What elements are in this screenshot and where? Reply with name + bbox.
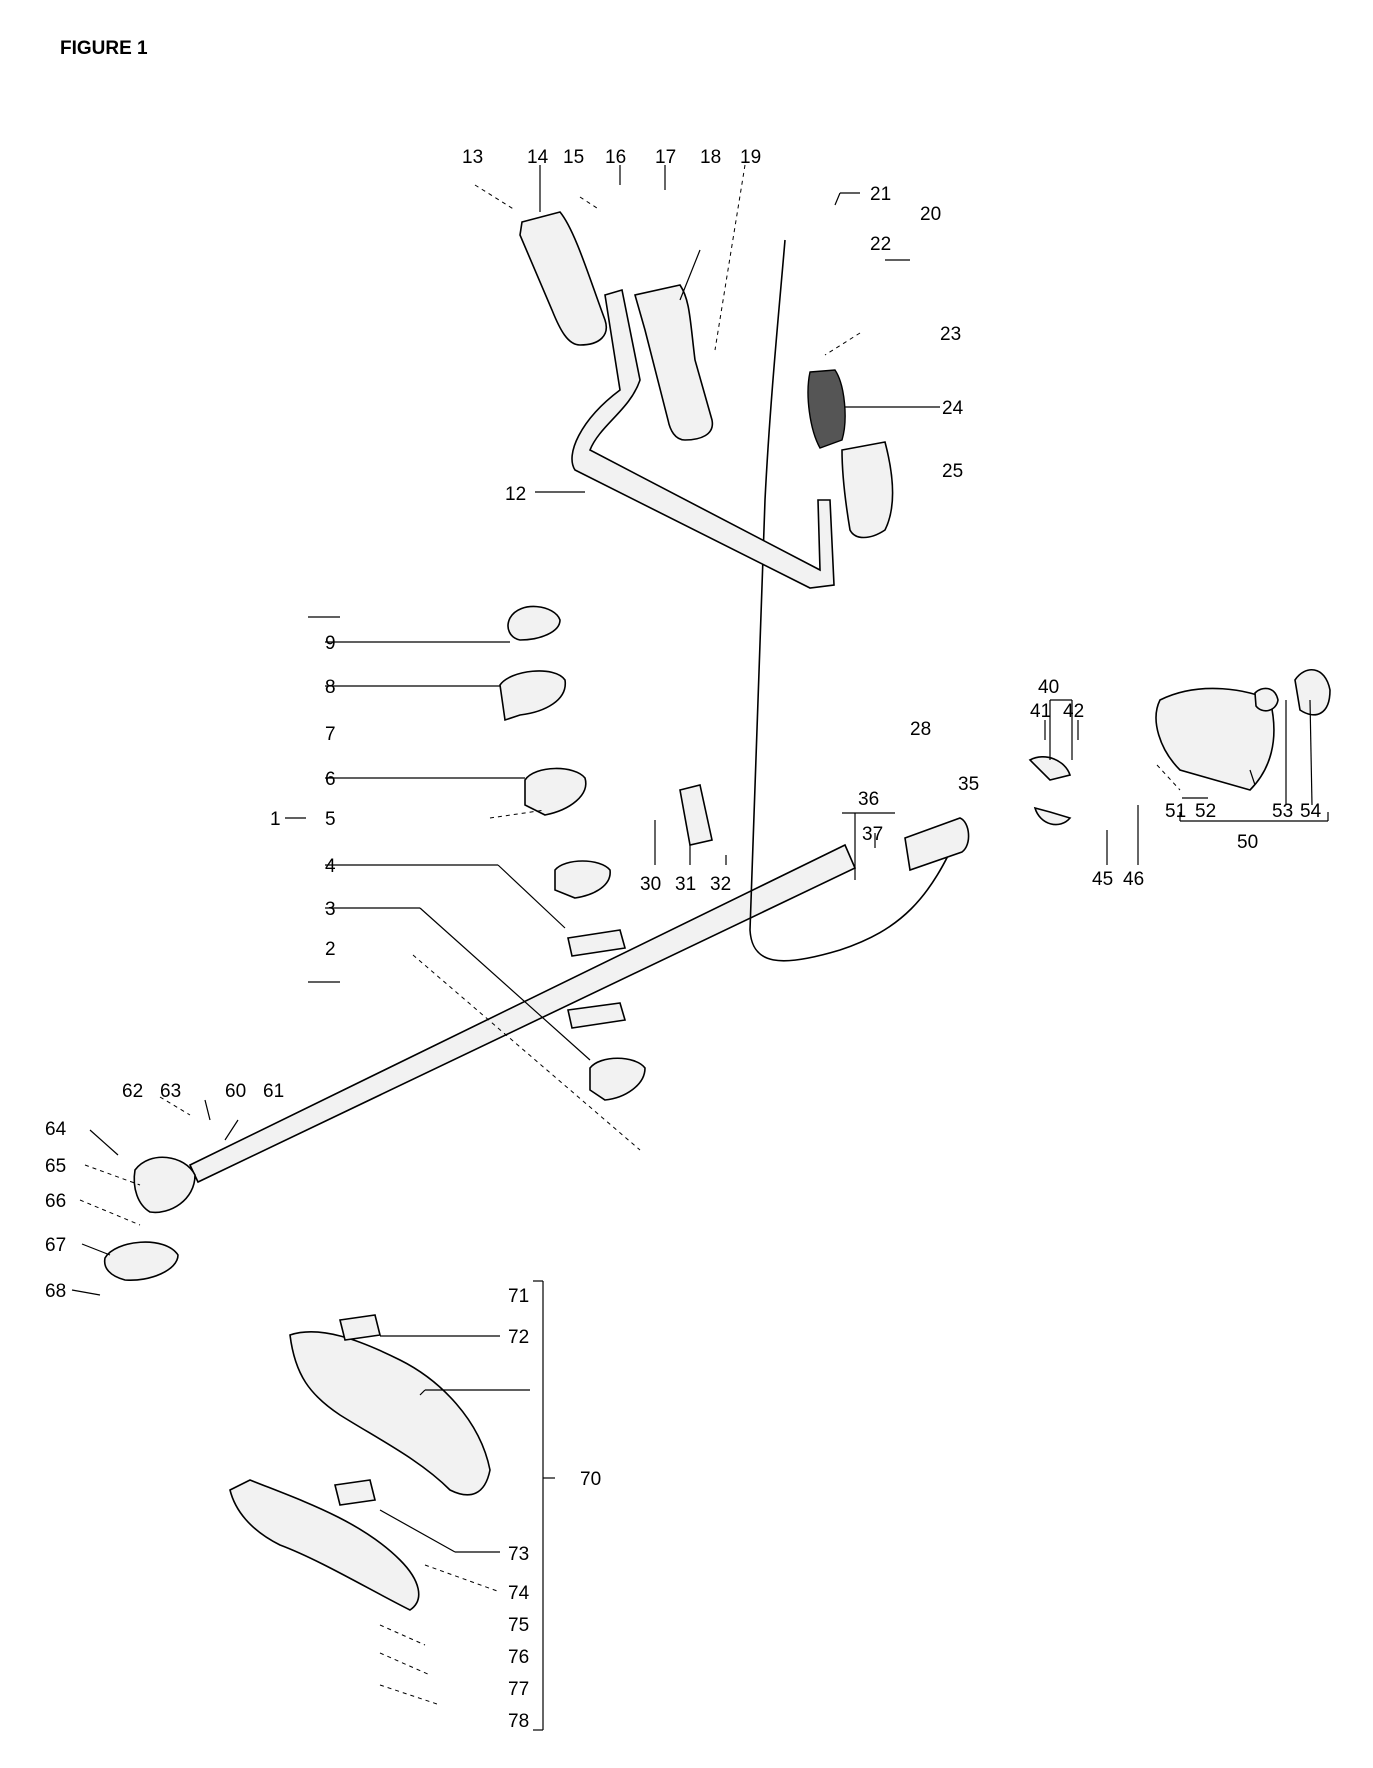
label-32: 32: [710, 874, 731, 895]
clutch-cap: [1294, 669, 1331, 716]
label-12: 12: [505, 484, 526, 505]
shield-lower: [229, 1479, 420, 1611]
label-72: 72: [508, 1327, 529, 1348]
label-35: 35: [958, 774, 979, 795]
handle-grip: [841, 441, 894, 539]
label-60: 60: [225, 1081, 246, 1102]
clip-41-b: [1033, 806, 1072, 826]
label-45: 45: [1092, 869, 1113, 890]
label-46: 46: [1123, 869, 1144, 890]
shield-upper: [289, 1331, 491, 1496]
handlebar: [571, 288, 835, 589]
label-62: 62: [122, 1081, 143, 1102]
label-19: 19: [740, 147, 761, 168]
label-22: 22: [870, 234, 891, 255]
label-64: 64: [45, 1119, 67, 1140]
label-77: 77: [508, 1679, 529, 1700]
throttle-trigger: [807, 369, 846, 449]
label-30: 30: [640, 874, 661, 895]
figure-title: FIGURE 1: [60, 38, 148, 59]
label-78: 78: [508, 1711, 529, 1732]
label-18: 18: [700, 147, 721, 168]
label-17: 17: [655, 147, 676, 168]
label-13: 13: [462, 147, 483, 168]
bracket-73: [334, 1479, 376, 1506]
label-16: 16: [605, 147, 626, 168]
bracket-72: [339, 1314, 381, 1341]
label-14: 14: [527, 147, 549, 168]
throttle-cable: [749, 239, 961, 962]
leader-lines: [71, 164, 1329, 1731]
label-23: 23: [940, 324, 961, 345]
label-68: 68: [45, 1281, 66, 1302]
label-25: 25: [942, 461, 963, 482]
part-labels: 1 2 3 4 5 6 7 8 9 12 13 14 15 16 17 18 1…: [45, 147, 1322, 1732]
label-53: 53: [1272, 801, 1293, 822]
label-51: 51: [1165, 801, 1186, 822]
clamp-lower: [554, 860, 611, 899]
label-31: 31: [675, 874, 696, 895]
label-15: 15: [563, 147, 584, 168]
label-76: 76: [508, 1647, 529, 1668]
label-2: 2: [325, 939, 336, 960]
right-grip: [633, 284, 714, 441]
label-50: 50: [1237, 832, 1258, 853]
label-40: 40: [1038, 677, 1059, 698]
label-1: 1: [270, 809, 281, 830]
label-73: 73: [508, 1544, 529, 1565]
label-75: 75: [508, 1615, 529, 1636]
label-74: 74: [508, 1583, 530, 1604]
label-5: 5: [325, 809, 336, 830]
label-8: 8: [325, 677, 336, 698]
sleeve: [567, 929, 627, 957]
bracket: [679, 784, 713, 846]
label-52: 52: [1195, 801, 1216, 822]
label-28: 28: [910, 719, 931, 740]
sleeve-lower: [567, 1002, 627, 1029]
label-20: 20: [920, 204, 941, 225]
label-71: 71: [508, 1286, 529, 1307]
clip-41: [1028, 756, 1072, 781]
label-9: 9: [325, 633, 336, 654]
clamp-body: [524, 767, 587, 816]
gear-head: [133, 1156, 196, 1214]
guard-ring: [103, 1241, 179, 1281]
clutch-housing: [1155, 687, 1275, 791]
label-63: 63: [160, 1081, 181, 1102]
bearing: [1254, 687, 1279, 712]
label-6: 6: [325, 769, 336, 790]
label-3: 3: [325, 899, 336, 920]
label-66: 66: [45, 1191, 66, 1212]
label-67: 67: [45, 1235, 66, 1256]
label-36: 36: [858, 789, 879, 810]
label-21: 21: [870, 184, 891, 205]
clamp-upper: [499, 670, 566, 722]
label-41: 41: [1030, 701, 1051, 722]
label-37: 37: [862, 824, 883, 845]
sleeve-lower-2: [589, 1057, 646, 1101]
knob: [507, 605, 561, 641]
left-grip: [519, 211, 607, 346]
label-24: 24: [942, 398, 964, 419]
tube-end: [904, 817, 970, 872]
label-7: 7: [325, 724, 336, 745]
label-61: 61: [263, 1081, 284, 1102]
label-42: 42: [1063, 701, 1084, 722]
shaft-tube: [188, 843, 857, 1184]
label-4: 4: [325, 856, 336, 877]
label-54: 54: [1300, 801, 1322, 822]
label-65: 65: [45, 1156, 66, 1177]
label-70: 70: [580, 1469, 601, 1490]
